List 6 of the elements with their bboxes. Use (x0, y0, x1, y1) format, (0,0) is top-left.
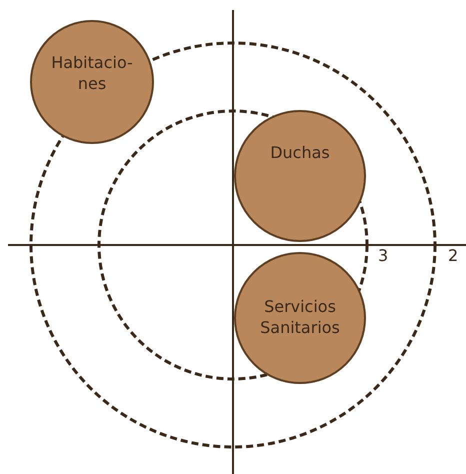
room-label: Habitacio- nes (50, 52, 134, 94)
room-label: Servicios Sanitarios (259, 296, 341, 338)
room-circle (234, 110, 366, 242)
room-label: Duchas (269, 142, 331, 163)
ring-number: 3 (378, 246, 388, 265)
ring-number: 2 (448, 246, 458, 265)
